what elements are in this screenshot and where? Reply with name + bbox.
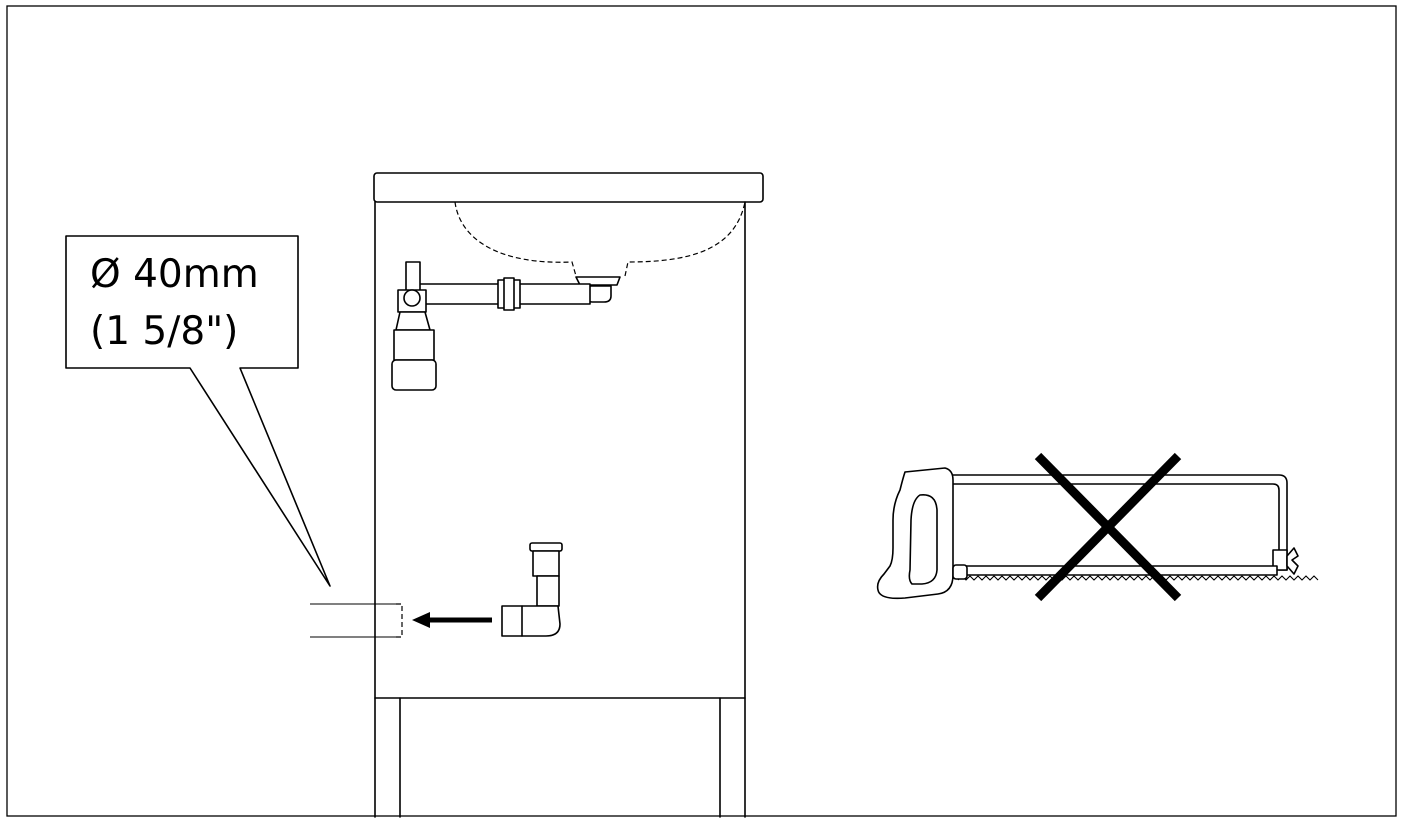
diagram-frame: [6, 5, 1397, 817]
diameter-callout: Ø 40mm (1 5/8"): [65, 235, 331, 587]
sink-cabinet-icon: [373, 172, 764, 818]
siphon-trap-icon: [391, 261, 621, 391]
wall-drain-pipe: [310, 603, 403, 638]
pipe-elbow-icon: [501, 542, 563, 637]
cross-mark-icon: [1034, 452, 1182, 602]
sink-basin-hidden-outline: [454, 201, 746, 277]
arrow-left-icon: [412, 612, 492, 628]
callout-diameter-mm: Ø 40mm: [90, 252, 259, 297]
callout-diameter-inch: (1 5/8"): [90, 309, 238, 354]
hacksaw-icon: [876, 467, 1319, 600]
